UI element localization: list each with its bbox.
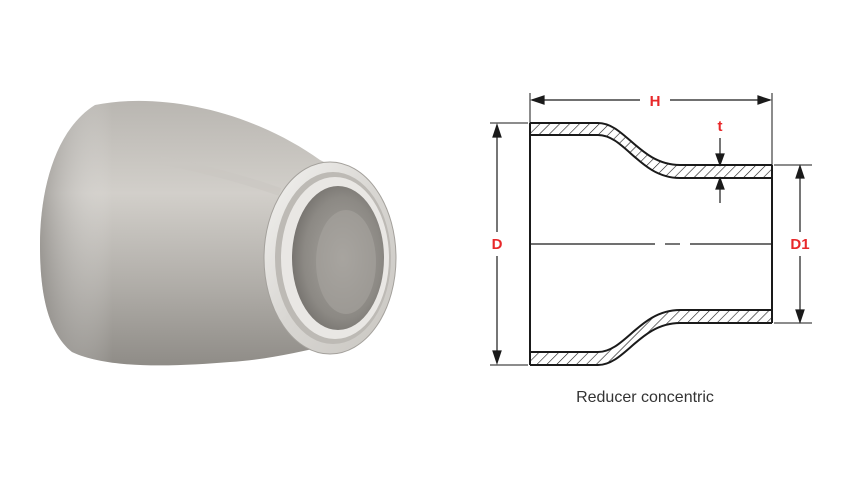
reducer-photo bbox=[40, 100, 397, 366]
label-t: t bbox=[718, 118, 723, 135]
bottom-wall-hatch bbox=[530, 310, 772, 365]
label-d: D bbox=[492, 236, 503, 253]
dimension-d1 bbox=[795, 164, 805, 324]
label-d1: D1 bbox=[790, 236, 809, 253]
technical-drawing: H D D1 t Reducer concentric bbox=[490, 93, 812, 406]
dimension-d bbox=[492, 123, 502, 365]
dimension-t bbox=[715, 138, 725, 203]
drawing-caption: Reducer concentric bbox=[576, 389, 714, 406]
label-h: H bbox=[650, 93, 661, 110]
top-wall-hatch bbox=[530, 123, 772, 178]
dimension-h bbox=[530, 95, 772, 105]
